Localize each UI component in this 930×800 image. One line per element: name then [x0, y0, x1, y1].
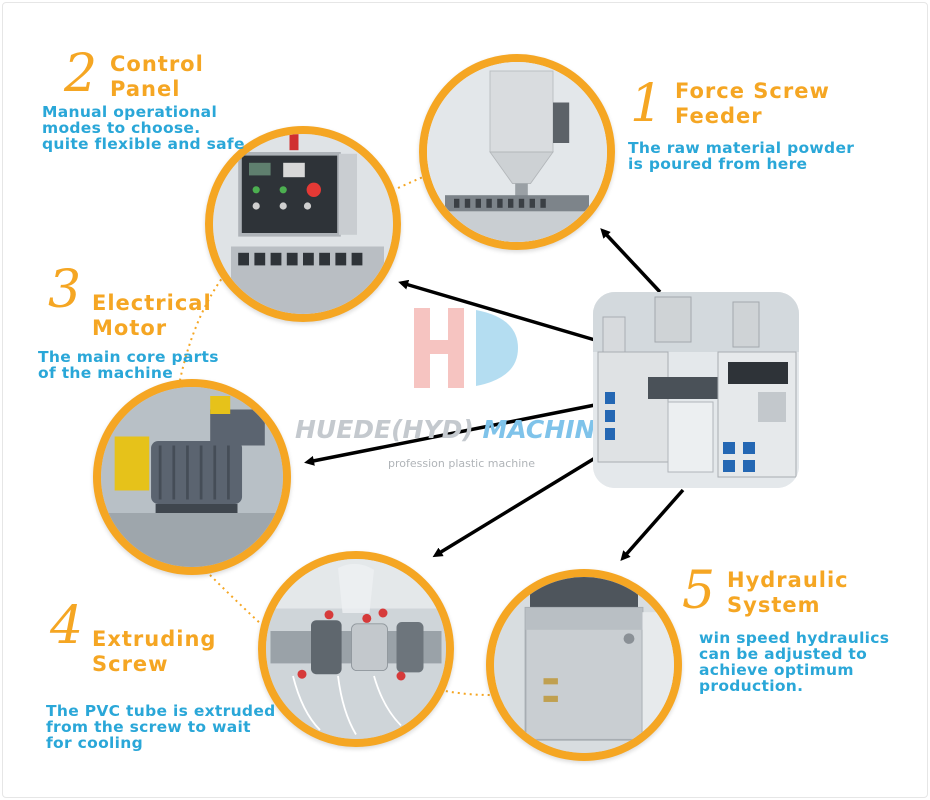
extrusion-machine-photo: [593, 292, 799, 488]
watermark-logo-icon: [414, 308, 518, 388]
arrow-to-extruding-screw: [432, 453, 601, 558]
arrow-to-control-panel: [398, 279, 596, 342]
feeder-photo: [419, 54, 615, 250]
arrow-to-hydraulic: [620, 488, 685, 561]
watermark-tagline: profession plastic machine: [388, 457, 536, 470]
step-number-3: 3: [48, 260, 82, 320]
step-number-5: 5: [682, 561, 716, 621]
extruding-screw-photo: [258, 551, 454, 747]
hydraulic-photo: [486, 569, 682, 761]
step-number-1: 1: [630, 74, 664, 134]
step-number-4: 4: [50, 596, 84, 656]
control-panel-photo: [205, 126, 401, 322]
dotted-connector-4-5: [439, 689, 491, 696]
arrow-to-motor: [304, 403, 596, 466]
motor-photo: [93, 379, 291, 575]
dotted-connector-3-4: [209, 574, 263, 626]
arrow-to-feeder: [600, 228, 662, 294]
step-number-2: 2: [64, 44, 98, 104]
